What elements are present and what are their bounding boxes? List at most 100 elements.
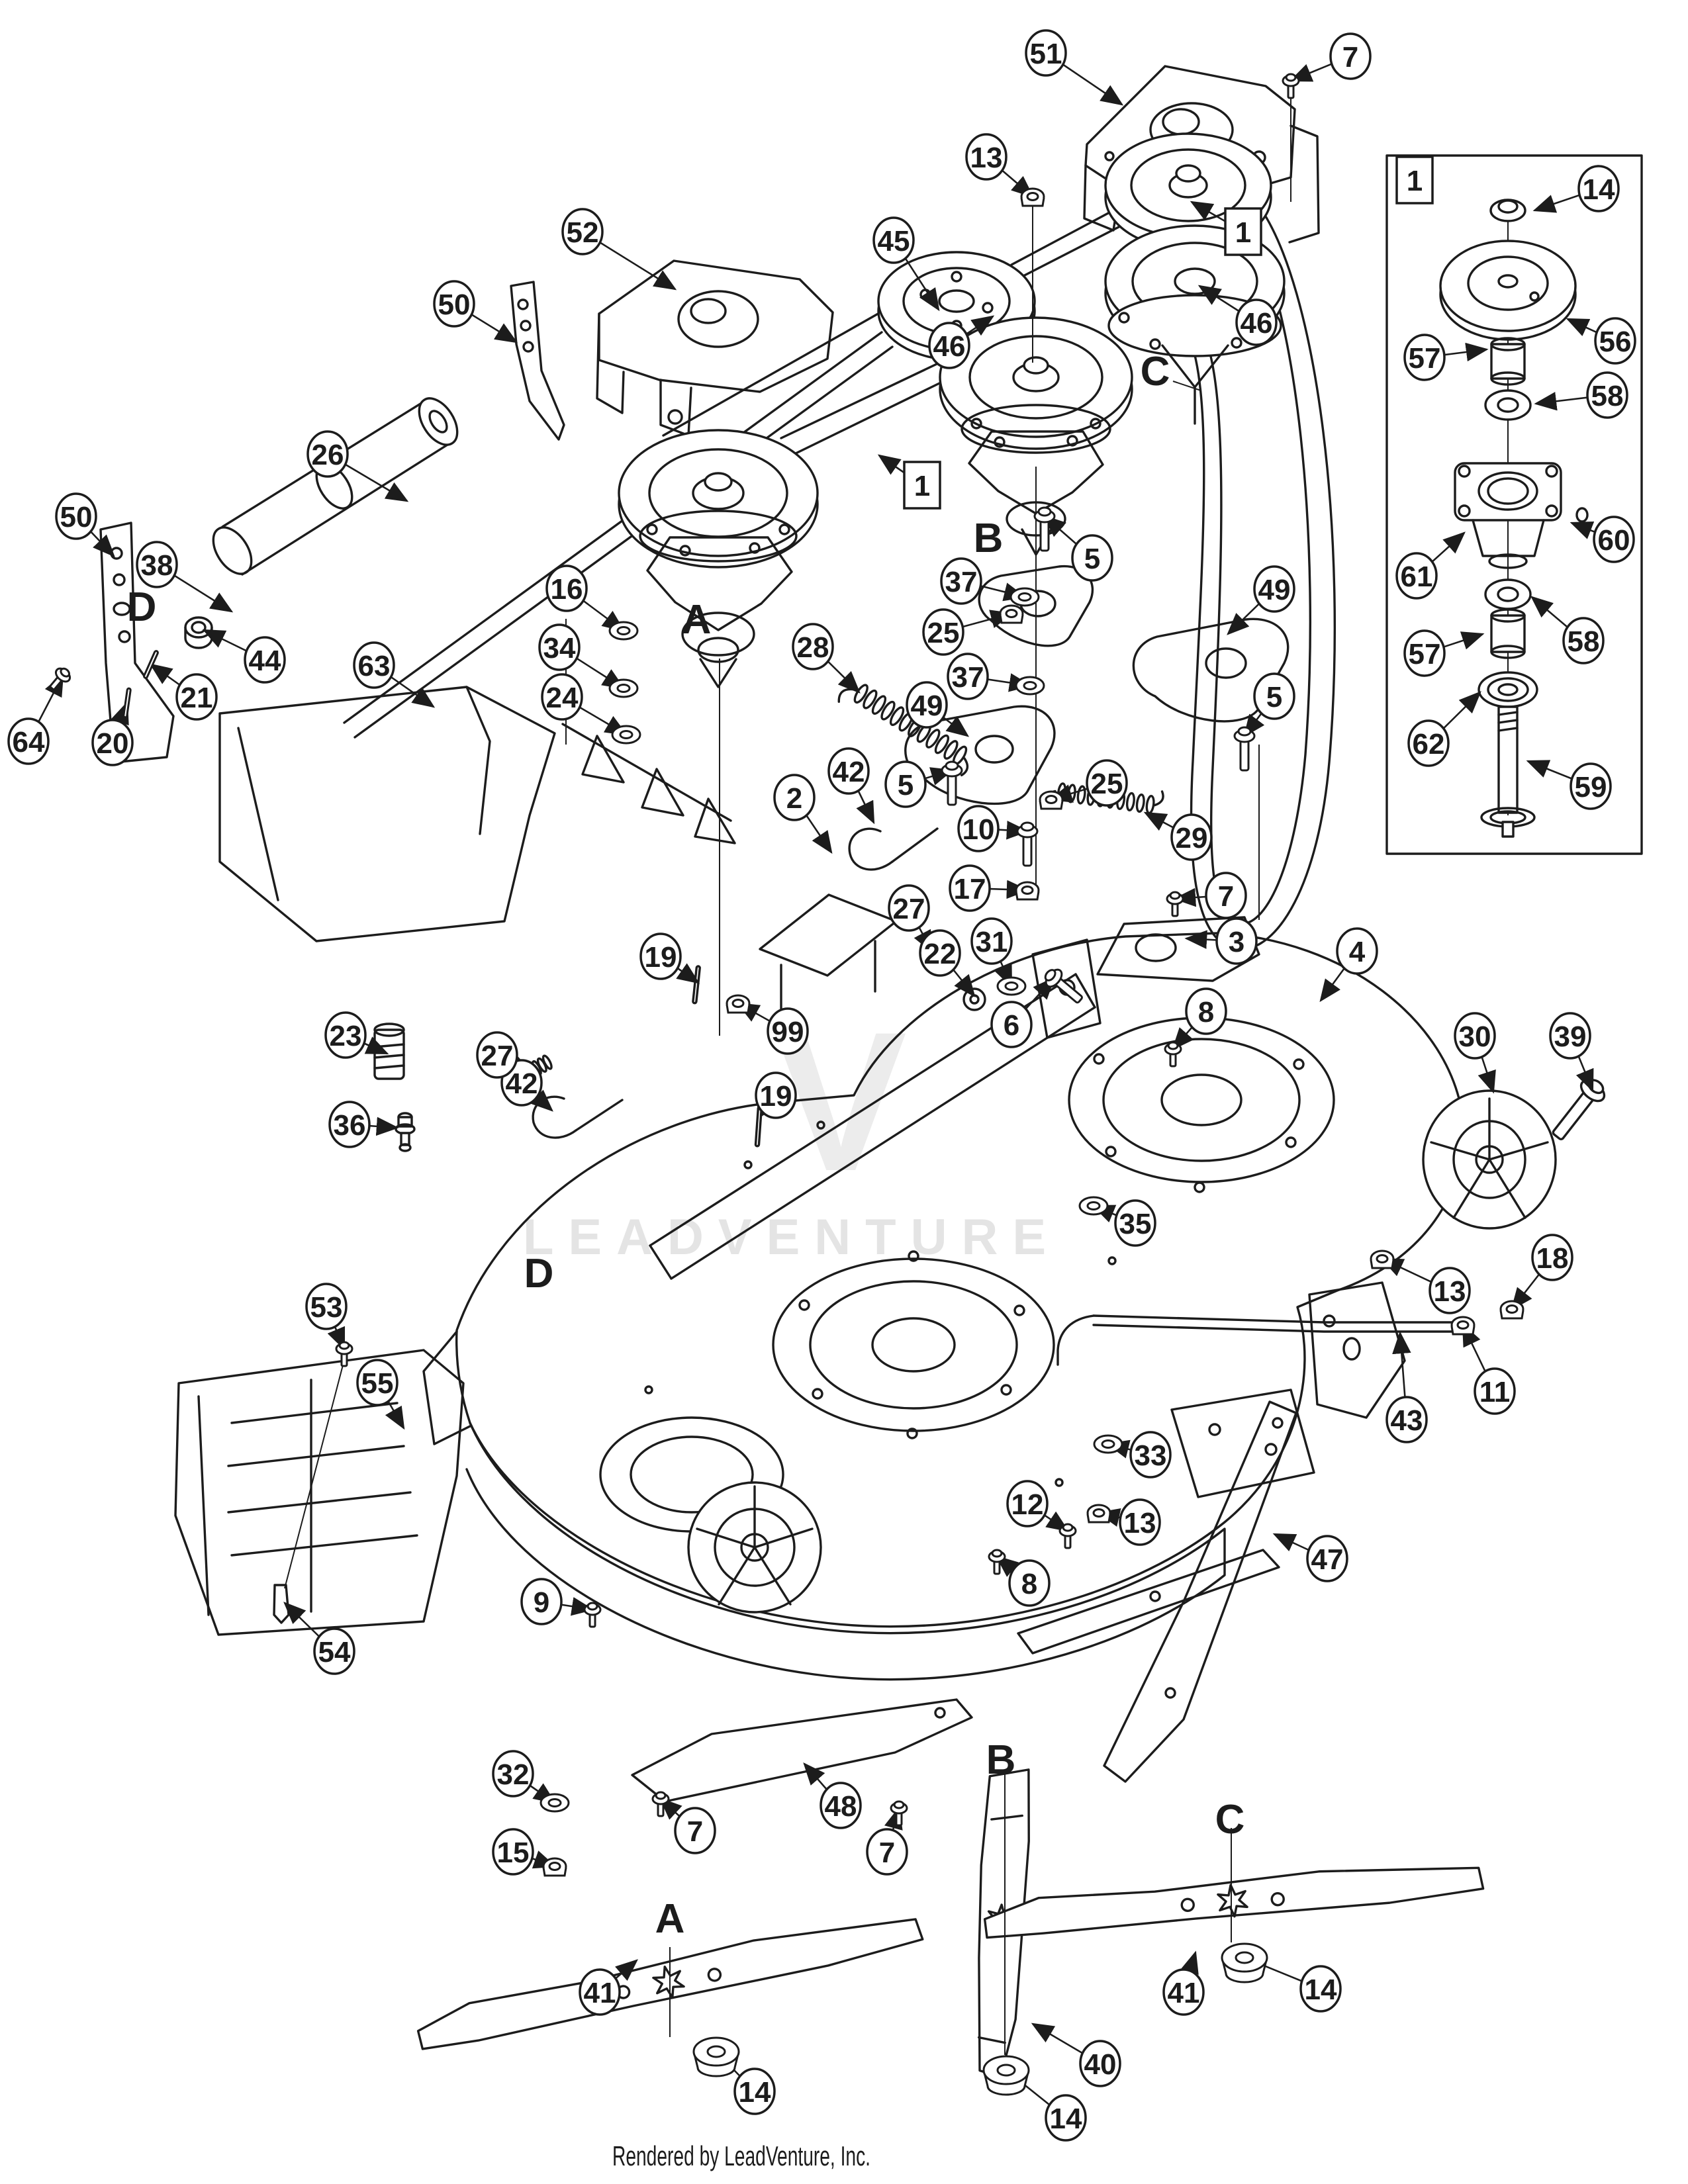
callout-58[interactable]: 58 [1562,617,1605,664]
callout-39[interactable]: 39 [1549,1012,1591,1060]
callout-42[interactable]: 42 [827,747,870,795]
callout-12[interactable]: 12 [1006,1480,1049,1527]
callout-35[interactable]: 35 [1114,1199,1156,1247]
callout-62[interactable]: 62 [1407,719,1450,767]
callout-21[interactable]: 21 [175,673,218,721]
svg-text:40: 40 [1084,2048,1117,2081]
callout-27[interactable]: 27 [888,884,930,932]
callout-30[interactable]: 30 [1454,1012,1496,1060]
callout-24[interactable]: 24 [541,673,583,721]
callout-25[interactable]: 25 [1086,759,1128,807]
callout-2[interactable]: 2 [773,774,816,821]
callout-64[interactable]: 64 [7,717,50,765]
callout-63[interactable]: 63 [353,641,395,689]
svg-text:8: 8 [1021,1568,1037,1600]
svg-text:8: 8 [1198,996,1214,1028]
callout-40[interactable]: 40 [1079,2040,1121,2087]
callout-37[interactable]: 37 [940,557,982,605]
callout-53[interactable]: 53 [305,1283,348,1330]
callout-57[interactable]: 57 [1403,334,1446,381]
callout-55[interactable]: 55 [356,1359,399,1406]
callout-45[interactable]: 45 [872,216,915,264]
callout-47[interactable]: 47 [1306,1535,1348,1582]
callout-32[interactable]: 32 [492,1750,534,1797]
callout-13[interactable]: 13 [965,133,1008,181]
callout-8[interactable]: 8 [1185,987,1227,1035]
callout-33[interactable]: 33 [1129,1431,1172,1479]
svg-text:46: 46 [1241,307,1273,340]
callout-54[interactable]: 54 [313,1627,355,1675]
callout-38[interactable]: 38 [136,541,178,588]
callout-31[interactable]: 31 [970,917,1013,965]
callout-58[interactable]: 58 [1586,371,1628,419]
callout-14[interactable]: 14 [1299,1965,1342,2013]
svg-text:38: 38 [141,549,173,582]
svg-text:7: 7 [879,1837,895,1869]
callout-27[interactable]: 27 [476,1031,518,1079]
callout-51[interactable]: 51 [1025,29,1067,77]
callout-14[interactable]: 14 [733,2068,776,2115]
callout-46[interactable]: 46 [1235,298,1278,346]
deck-illustration [99,65,1643,2079]
callout-46[interactable]: 46 [928,322,970,369]
callout-7[interactable]: 7 [866,1828,908,1876]
callout-5[interactable]: 5 [884,760,927,808]
callout-25[interactable]: 25 [922,608,964,656]
callout-10[interactable]: 10 [957,805,1000,852]
callout-15[interactable]: 15 [492,1828,534,1876]
callout-6[interactable]: 6 [990,1001,1033,1048]
svg-text:14: 14 [1305,1974,1337,2006]
callout-52[interactable]: 52 [561,208,604,255]
callout-44[interactable]: 44 [244,636,286,684]
callout-16[interactable]: 16 [545,565,588,612]
callout-9[interactable]: 9 [520,1578,563,1625]
callout-56[interactable]: 56 [1594,317,1636,365]
callout-57[interactable]: 57 [1403,629,1446,677]
callout-26[interactable]: 26 [306,430,349,478]
callout-41[interactable]: 41 [579,1968,621,2016]
callout-19[interactable]: 19 [639,933,682,980]
bracket-50-upper [510,281,565,441]
callout-7[interactable]: 7 [1205,872,1247,919]
callout-box-1[interactable]: 1 [1395,156,1434,205]
callout-20[interactable]: 20 [91,719,134,766]
callout-box-1[interactable]: 1 [1224,207,1262,256]
callout-19[interactable]: 19 [755,1071,797,1119]
callout-49[interactable]: 49 [906,681,948,729]
callout-43[interactable]: 43 [1385,1396,1428,1443]
callout-13[interactable]: 13 [1429,1267,1471,1314]
callout-5[interactable]: 5 [1253,672,1295,720]
callout-13[interactable]: 13 [1119,1498,1161,1546]
callout-42[interactable]: 42 [500,1059,543,1107]
callout-8[interactable]: 8 [1008,1559,1051,1607]
callout-29[interactable]: 29 [1170,813,1213,861]
callout-59[interactable]: 59 [1570,762,1612,810]
callout-60[interactable]: 60 [1593,516,1635,563]
callout-5[interactable]: 5 [1071,534,1113,582]
callout-41[interactable]: 41 [1162,1968,1205,2016]
callout-7[interactable]: 7 [1329,32,1372,80]
svg-text:9: 9 [534,1586,549,1619]
callout-50[interactable]: 50 [55,492,97,540]
callout-3[interactable]: 3 [1215,917,1258,965]
callout-36[interactable]: 36 [328,1101,371,1148]
pin-glyph [122,687,132,719]
callout-99[interactable]: 99 [767,1007,809,1055]
callout-61[interactable]: 61 [1395,552,1438,600]
callout-23[interactable]: 23 [324,1011,367,1059]
callout-11[interactable]: 11 [1474,1367,1516,1415]
callout-18[interactable]: 18 [1531,1234,1573,1281]
callout-box-1[interactable]: 1 [903,461,941,510]
callout-14[interactable]: 14 [1045,2094,1087,2142]
callout-34[interactable]: 34 [538,623,581,671]
callout-49[interactable]: 49 [1253,565,1295,613]
callout-4[interactable]: 4 [1336,927,1378,975]
callout-7[interactable]: 7 [674,1807,716,1854]
callout-37[interactable]: 37 [947,653,989,700]
callout-48[interactable]: 48 [820,1782,862,1829]
callout-50[interactable]: 50 [433,280,475,328]
callout-14[interactable]: 14 [1577,165,1620,212]
callout-22[interactable]: 22 [919,929,961,977]
callout-17[interactable]: 17 [949,864,991,912]
callout-28[interactable]: 28 [792,623,834,670]
